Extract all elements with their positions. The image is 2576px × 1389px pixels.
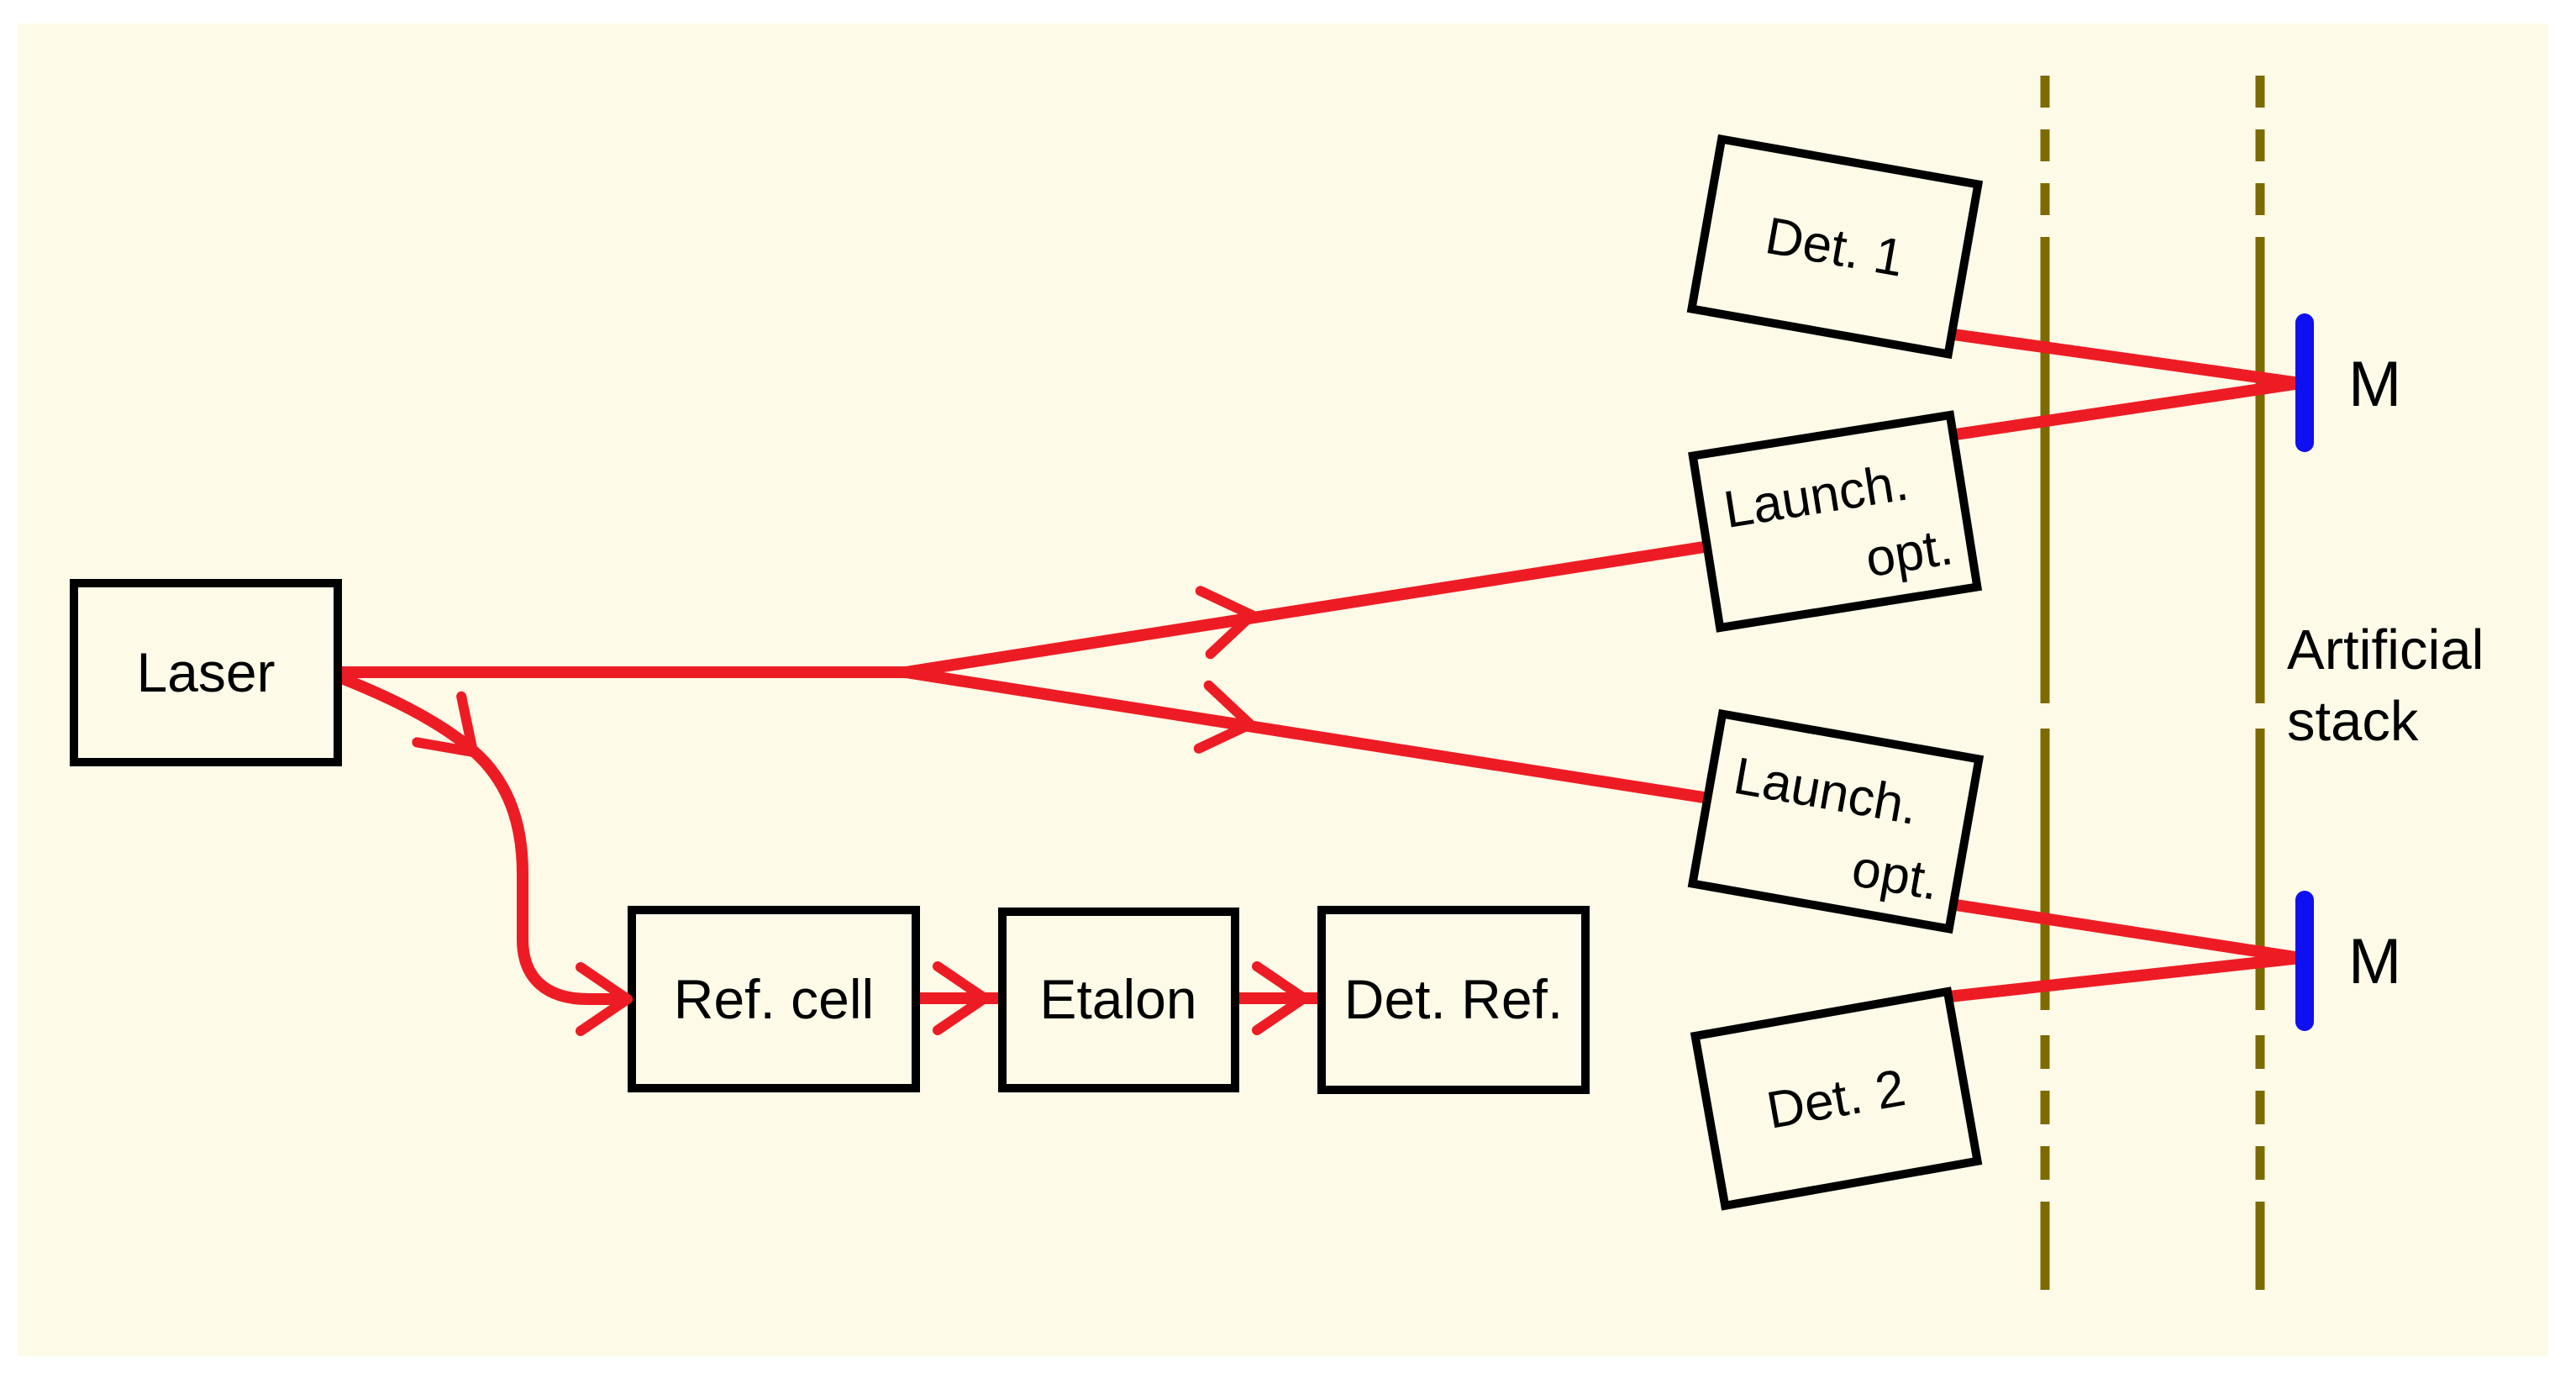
etalon-box [998,908,1239,1092]
artificial-stack-label-line1: Artificial [2287,618,2484,681]
launch-opt-top-label-line2: opt. [1862,518,1957,588]
beam-launch-bottom-to-mirror [1954,899,2302,964]
launch-opt-bottom-box [1687,708,1985,934]
arrowhead-fork-upper [1195,586,1257,660]
launch-opt-top-group: Launch. opt. [1688,410,1983,633]
launch-opt-bottom-group: Launch. opt. [1687,708,1985,934]
det1-box [1686,134,1984,360]
det-ref-box [1317,906,1590,1094]
mirror-bottom [2295,891,2314,1031]
beam-fork-lower [904,666,1711,804]
ref-cell-box [628,906,920,1092]
laser-label: Laser [136,641,275,703]
beam-arrowheads [412,586,1309,1036]
canvas-background [18,24,2547,1356]
arrowhead-reference-branch-mid [412,691,478,757]
mirror-top-label: M [2348,349,2401,420]
det1-group: Det. 1 [1686,134,1984,360]
beam-fork-upper [904,540,1711,678]
det2-group: Det. 2 [1690,987,1983,1211]
beam-det1-to-mirror [1953,329,2301,389]
det2-box [1690,987,1983,1211]
beam-det2-to-mirror [1948,952,2301,1002]
laser-box [70,579,342,766]
launch-opt-top-box [1688,410,1983,633]
beam-launch-top-to-mirror [1954,377,2302,440]
mirror-bottom-label: M [2348,926,2401,997]
arrowhead-etalon-to-detref [1252,961,1309,1035]
beam-reference-branch [334,671,631,1005]
ref-cell-label: Ref. cell [674,968,874,1030]
det-ref-label: Det. Ref. [1344,968,1563,1030]
mirror-top [2295,313,2314,452]
arrowhead-into-ref-cell [576,962,633,1036]
arrowhead-refcell-to-etalon [933,961,990,1035]
arrowhead-fork-lower [1193,680,1255,754]
etalon-label: Etalon [1039,968,1196,1030]
artificial-stack-label-line2: stack [2287,690,2419,753]
